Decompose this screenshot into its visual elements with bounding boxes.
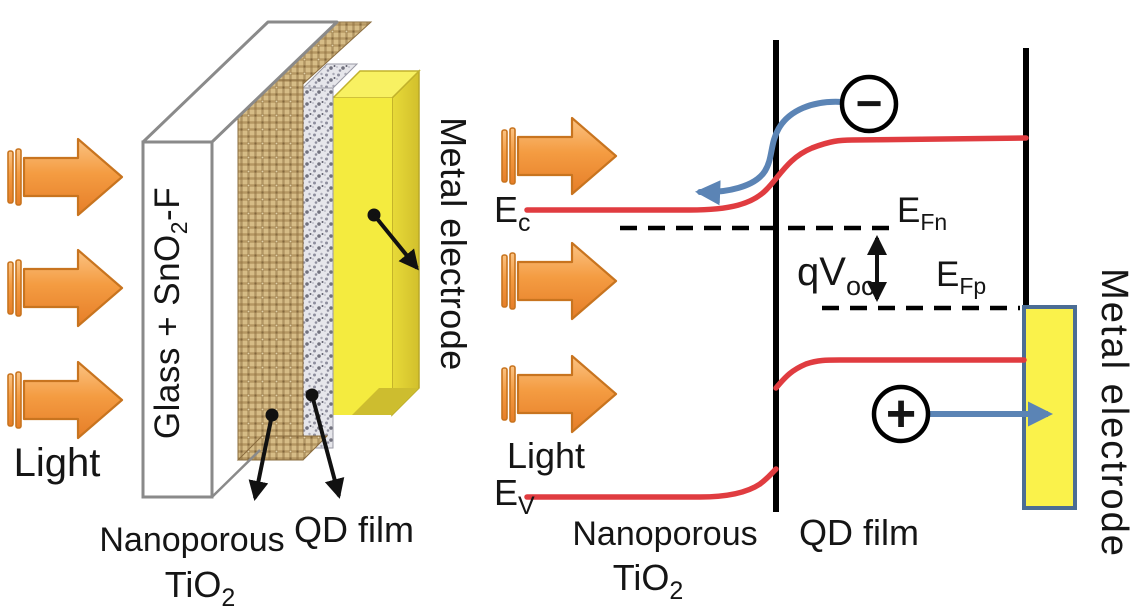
qd-slab-front-face xyxy=(302,87,334,449)
electron-symbol: − xyxy=(856,77,883,129)
pointer-arrows-left xyxy=(248,208,419,501)
tio2-label-right: TiO2 xyxy=(613,557,684,605)
glass-slab-front-face xyxy=(141,140,214,499)
light-arrow-icon xyxy=(500,241,618,321)
light-label-left: Light xyxy=(14,441,101,485)
glass-label: Glass + SnO2-F xyxy=(148,187,192,439)
glass-slab xyxy=(141,20,339,499)
metal-pointer-arrow xyxy=(372,213,419,271)
valence-band-tio2-curve xyxy=(524,466,779,500)
valence-band-qd-curve xyxy=(773,357,1027,391)
metal-slab-bottom-bevel xyxy=(352,388,419,415)
light-arrow-icon xyxy=(6,248,124,328)
light-arrows-left xyxy=(6,137,124,440)
conduction-band-label: Ec xyxy=(494,189,531,237)
glass-slab-bottom-edge xyxy=(211,449,261,498)
light-arrow-icon xyxy=(500,354,618,434)
metal-electrode-rect xyxy=(1022,305,1077,510)
metal-electrode-slab xyxy=(331,69,421,417)
electron-fermi-label: EFn xyxy=(897,191,947,235)
metal-slab-front-face xyxy=(333,98,392,415)
qd-film-slab xyxy=(301,63,359,449)
conduction-band-curve xyxy=(524,135,1029,213)
nanoporous-label-right: Nanoporous xyxy=(572,515,757,553)
valence-band-label: EV xyxy=(494,472,535,520)
device-structure-panel: Light Glass + SnO2-F Metal elect xyxy=(6,20,474,611)
light-arrow-icon xyxy=(500,116,618,196)
qd-film-label-left: QD film xyxy=(294,509,414,550)
electron-extraction-arrow xyxy=(694,98,846,206)
tio2-label-left: TiO2 xyxy=(165,564,236,611)
nanoporous-label-left: Nanoporous xyxy=(99,521,284,559)
band-diagram-panel: Light − + Ec EV EFn EFp qVoc Metal elect… xyxy=(494,40,1135,605)
light-arrows-right xyxy=(500,116,618,434)
electron-circle-icon xyxy=(839,74,899,134)
tio2-slab-bottom-face xyxy=(236,435,329,461)
qd-film-label-right: QD film xyxy=(799,512,919,553)
metal-electrode-label-right: Metal electrode xyxy=(1093,268,1135,558)
light-arrow-icon xyxy=(6,137,124,217)
light-arrow-icon xyxy=(6,360,124,440)
tio2-slab-front-face xyxy=(237,79,304,461)
qd-pointer-arrow xyxy=(310,394,345,499)
hole-symbol: + xyxy=(886,385,916,443)
tio2-pointer-arrow xyxy=(248,414,274,501)
metal-electrode-label-left: Metal electrode xyxy=(433,117,474,371)
hole-circle-icon xyxy=(871,384,931,444)
hole-fermi-label: EFp xyxy=(936,255,986,299)
qvoc-label: qVoc xyxy=(797,250,874,301)
light-label-right: Light xyxy=(507,435,585,476)
